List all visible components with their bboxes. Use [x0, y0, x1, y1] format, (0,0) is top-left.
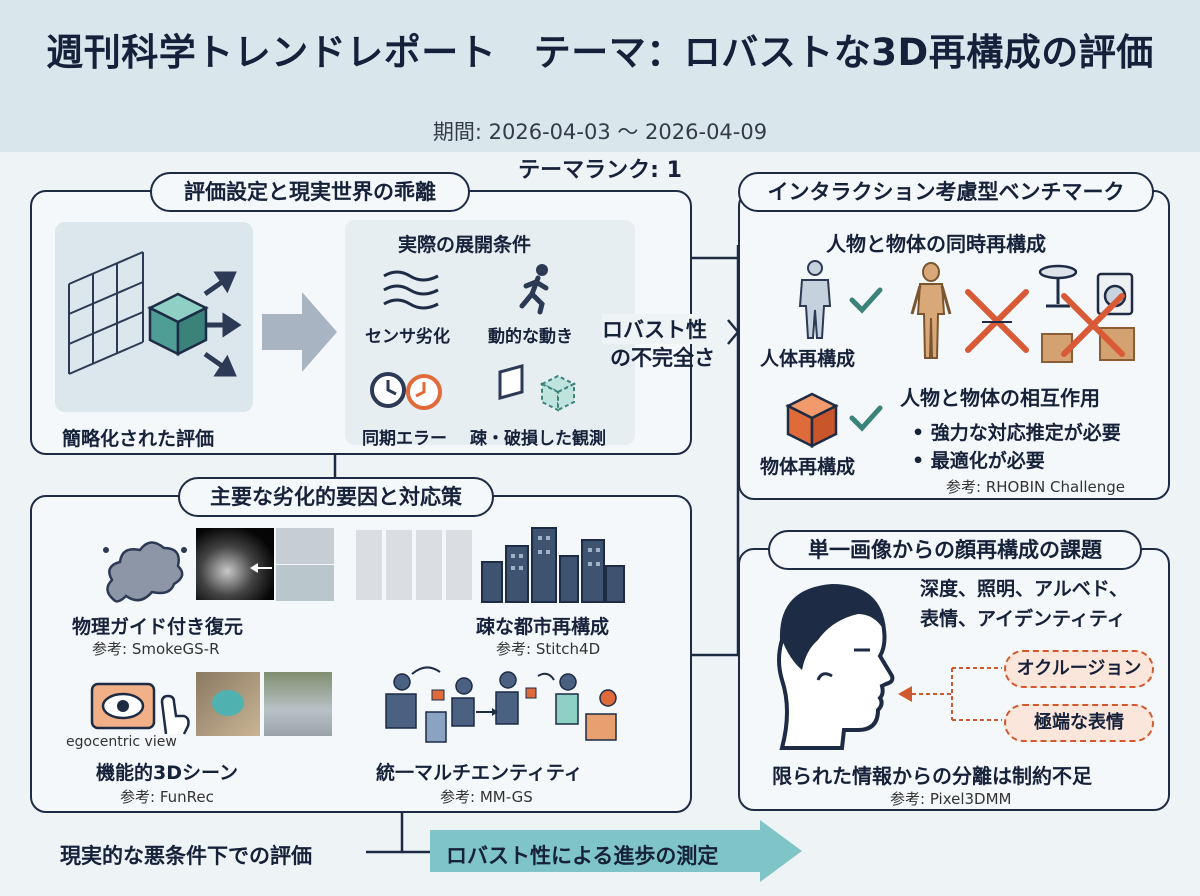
- eye-camera-icon: [90, 682, 190, 735]
- face-profile-icon: [777, 583, 895, 750]
- face-factors-line2: 表情、アイデンティティ: [920, 608, 1126, 630]
- condition-dynamic: 動的な動き: [488, 327, 573, 347]
- simplified-eval-illustration: [68, 251, 242, 377]
- big-arrow-icon: [262, 292, 337, 372]
- interaction-bullet-2: • 最適化が必要: [912, 450, 1045, 472]
- interaction-bullet-1: • 強力な対応推定が必要: [912, 422, 1121, 444]
- panel-degradation-title: 主要な劣化的要因と対応策: [178, 477, 494, 517]
- robustness-gap-line2: の不完全さ: [610, 346, 715, 370]
- robustness-gap-line1: ロバスト性: [602, 314, 707, 344]
- theme-rank: テーマランク: 1: [518, 158, 682, 183]
- panel-interaction-title: インタラクション考慮型ベンチマーク: [738, 172, 1154, 212]
- orange-cube-icon: [785, 392, 839, 449]
- smoke-icon: [103, 541, 187, 603]
- header-band: [0, 0, 1200, 152]
- real-conditions-box: [345, 220, 635, 445]
- condition-sync: 同期エラー: [362, 429, 447, 449]
- city-skyline-icon: [481, 527, 625, 603]
- room-photo: [264, 672, 332, 736]
- cross-mark-right-icon: [1061, 293, 1125, 357]
- restored-photo-1: [276, 528, 334, 564]
- panel-interaction-benchmark: [738, 190, 1170, 500]
- wave-icon: [383, 270, 439, 310]
- restored-photo-2: [276, 565, 334, 601]
- interaction-ref: 参考: RHOBIN Challenge: [946, 478, 1126, 496]
- check-icon-object: [849, 405, 883, 432]
- clocks-icon: [370, 372, 442, 410]
- extreme-expression-pill: 極端な表情: [1004, 704, 1154, 742]
- sparse-observation-icon: [498, 364, 577, 412]
- hand-photo-highlight: [212, 690, 244, 716]
- bottom-arrow-shape: [430, 820, 802, 882]
- condition-sensor: センサ劣化: [365, 327, 450, 347]
- factor-physics-ref: 参考: SmokeGS-R: [92, 640, 220, 658]
- running-person-icon: [519, 264, 549, 315]
- factor-city-ref: 参考: Stitch4D: [496, 640, 601, 658]
- factor-physics-label: 物理ガイド付き復元: [72, 616, 244, 638]
- period-text: 期間: 2026-04-03 〜 2026-04-09: [432, 120, 768, 144]
- panel-face-title: 単一画像からの顔再構成の課題: [768, 530, 1142, 570]
- mannequin-icon: [910, 262, 952, 359]
- bottom-left-text: 現実的な悪条件下での評価: [60, 844, 312, 868]
- cross-mark-left-icon: [965, 289, 1029, 353]
- human-body-icon: [798, 260, 832, 339]
- smoke-photo: [196, 528, 274, 600]
- face-conclusion: 限られた情報からの分離は制約不足: [772, 764, 1092, 788]
- human-recon-label: 人体再構成: [760, 348, 856, 370]
- face-ref: 参考: Pixel3DMM: [890, 790, 1012, 808]
- object-recon-label: 物体再構成: [760, 456, 856, 478]
- interaction-title-text: 人物と物体の相互作用: [900, 386, 1100, 410]
- page-title: 週刊科学トレンドレポート テーマ：ロバストな3D再構成の評価: [46, 31, 1154, 74]
- face-factors-line1: 深度、照明、アルベド、: [920, 578, 1129, 600]
- occlusion-pill: オクルージョン: [1004, 650, 1154, 688]
- egocentric-view-label: egocentric view: [66, 734, 177, 750]
- interaction-subtitle: 人物と物体の同時再構成: [826, 232, 1046, 256]
- factor-functional-ref: 参考: FunRec: [120, 788, 214, 806]
- sparse-city-tiles: [356, 530, 474, 600]
- arrow-left-icon: [250, 563, 272, 573]
- factor-functional-label: 機能的3Dシーン: [96, 762, 239, 784]
- factor-multientity-label: 統一マルチエンティティ: [376, 762, 583, 784]
- table-washer-icon: [1038, 264, 1135, 363]
- occlusion-connector: [898, 667, 1002, 721]
- panel-evaluation-gap-title: 評価設定と現実世界の乖離: [150, 172, 470, 212]
- multi-entity-icon: [385, 666, 617, 743]
- factor-city-label: 疎な都市再構成: [476, 616, 610, 638]
- factor-multientity-ref: 参考: MM-GS: [440, 788, 533, 806]
- real-conditions-title: 実際の展開条件: [398, 234, 532, 256]
- condition-sparse: 疎・破損した観測: [470, 429, 606, 449]
- check-icon-human: [849, 287, 883, 314]
- bottom-arrow-text: ロバスト性による進歩の測定: [446, 844, 719, 868]
- simplified-eval-label: 簡略化された評価: [62, 428, 215, 450]
